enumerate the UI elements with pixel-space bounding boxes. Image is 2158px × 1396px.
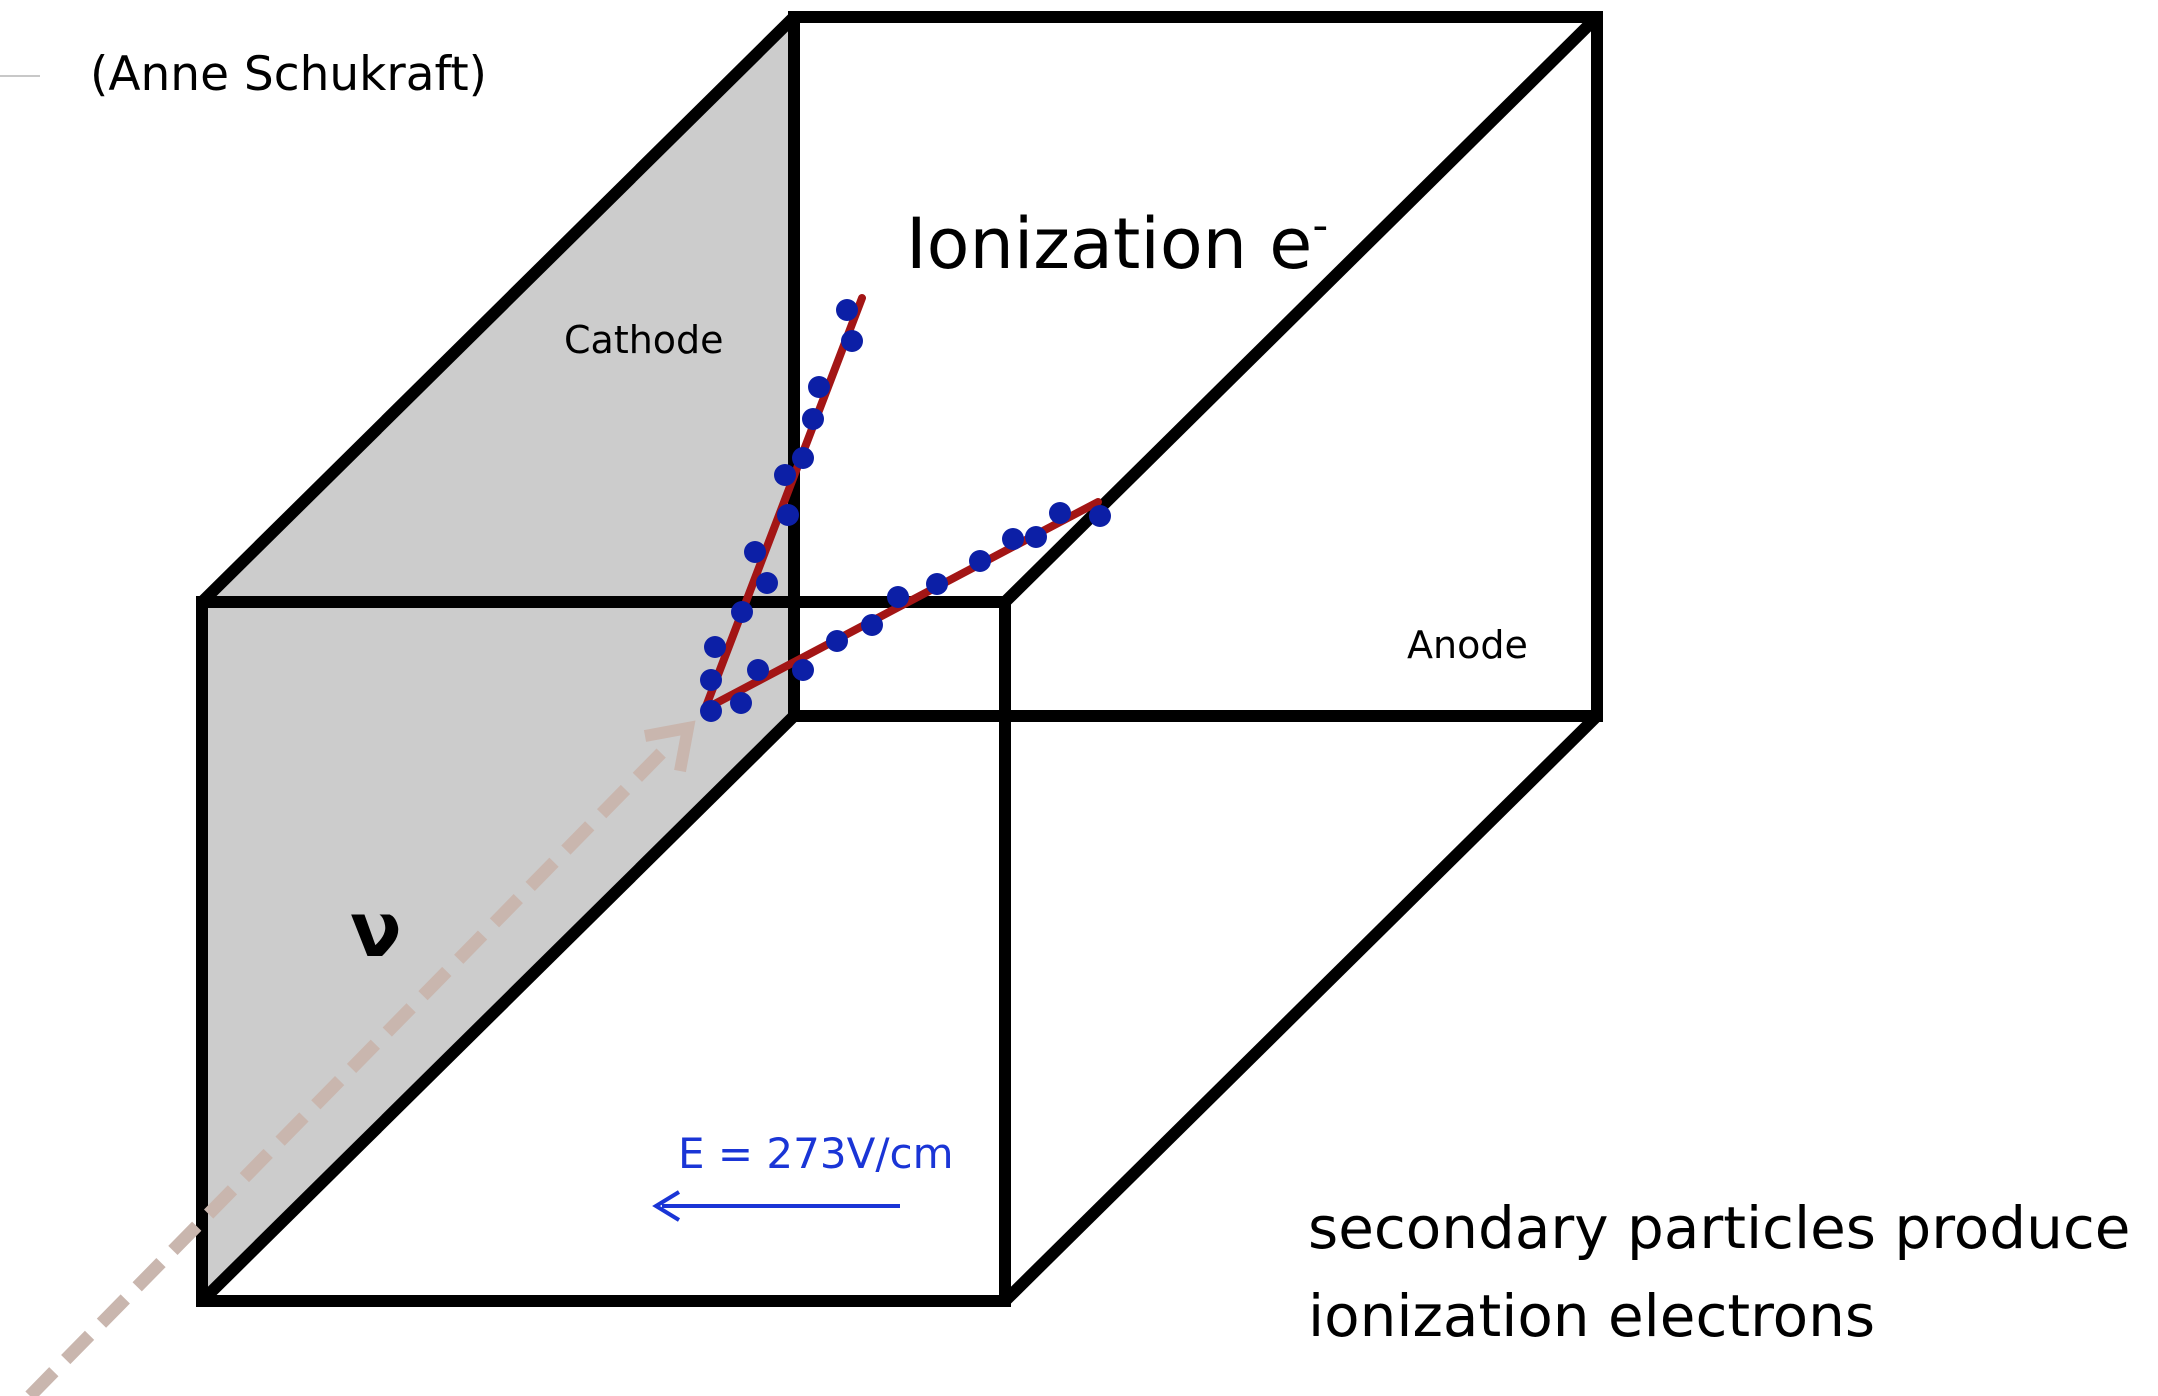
edge-bottom-left (197, 711, 799, 1306)
anode-label: Anode (1407, 623, 1528, 667)
cathode-label: Cathode (564, 318, 724, 362)
track-1 (701, 294, 866, 713)
back-face (788, 11, 1603, 722)
neutrino-label: ν (350, 885, 402, 974)
credit-label: (Anne Schukraft) (90, 47, 487, 102)
edge-top-right (1000, 12, 1602, 607)
caption-line-2: ionization electrons (1308, 1282, 1875, 1350)
efield-arrow (652, 1190, 900, 1222)
neutrino-arrow (25, 720, 696, 1396)
ionization-dots (700, 299, 1111, 722)
detector-box (196, 11, 1603, 1307)
cathode-plane (202, 17, 794, 1301)
efield-label: E = 273V/cm (678, 1129, 953, 1178)
edge-bottom-right (1000, 711, 1602, 1306)
edge-top-left (197, 12, 799, 607)
ionization-superscript: - (1312, 200, 1328, 251)
caption-line-1: secondary particles produce (1308, 1194, 2130, 1262)
ionization-label: Ionization e- (906, 200, 1328, 285)
